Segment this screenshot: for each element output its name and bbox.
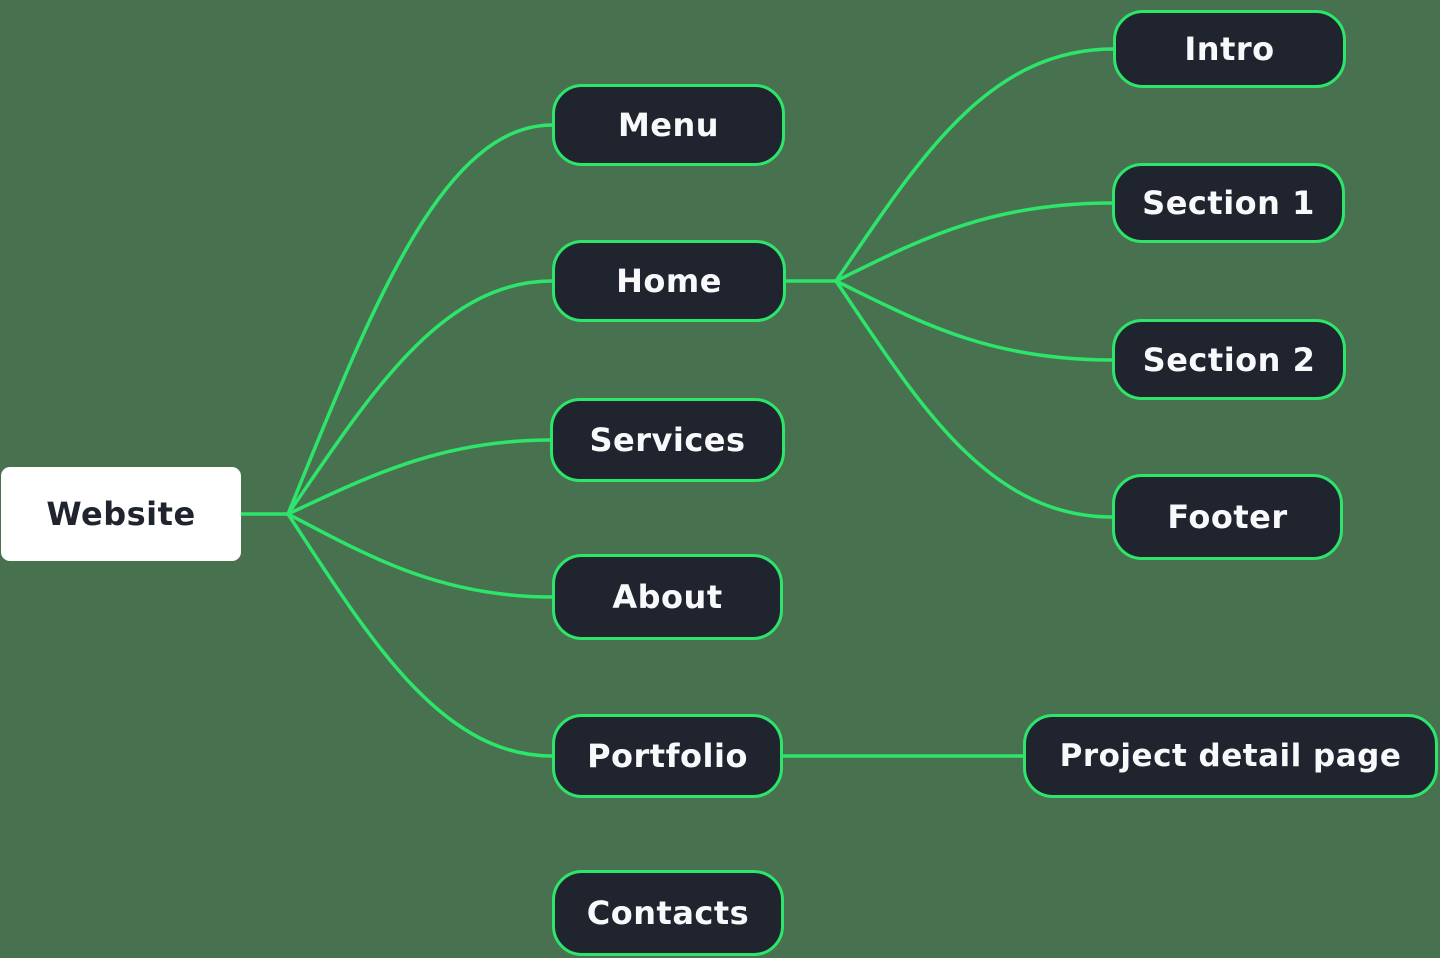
edge-website-portfolio bbox=[286, 512, 554, 758]
node-section2-label: Section 2 bbox=[1142, 340, 1316, 379]
node-section1-label: Section 1 bbox=[1142, 184, 1315, 222]
node-portfolio-label: Portfolio bbox=[587, 737, 748, 775]
node-project-detail[interactable]: Project detail page bbox=[1023, 714, 1438, 798]
node-section1[interactable]: Section 1 bbox=[1112, 163, 1345, 243]
edge-home-section2 bbox=[834, 279, 1114, 362]
node-about-label: About bbox=[612, 578, 723, 616]
edge-website-about bbox=[286, 512, 554, 599]
node-footer-label: Footer bbox=[1167, 498, 1288, 536]
node-home[interactable]: Home bbox=[552, 240, 786, 322]
node-menu[interactable]: Menu bbox=[552, 84, 785, 166]
node-contacts[interactable]: Contacts bbox=[552, 870, 784, 956]
edge-website-menu bbox=[286, 123, 554, 516]
node-services-label: Services bbox=[589, 421, 746, 459]
node-website-label: Website bbox=[46, 495, 196, 533]
node-section2[interactable]: Section 2 bbox=[1112, 319, 1346, 400]
edge-home-section1 bbox=[834, 201, 1114, 283]
edge-home-intro bbox=[834, 47, 1115, 283]
edge-website-services bbox=[286, 438, 552, 516]
node-about[interactable]: About bbox=[552, 554, 783, 640]
node-contacts-label: Contacts bbox=[586, 894, 750, 932]
node-footer[interactable]: Footer bbox=[1112, 474, 1343, 560]
node-menu-label: Menu bbox=[617, 106, 720, 144]
node-website[interactable]: Website bbox=[1, 467, 241, 561]
node-home-label: Home bbox=[616, 262, 722, 300]
node-services[interactable]: Services bbox=[550, 398, 785, 482]
node-intro[interactable]: Intro bbox=[1113, 10, 1346, 88]
edge-website-home bbox=[286, 279, 554, 516]
edge-home-footer bbox=[834, 279, 1114, 519]
node-project-detail-label: Project detail page bbox=[1059, 738, 1402, 774]
node-intro-label: Intro bbox=[1184, 30, 1275, 68]
node-portfolio[interactable]: Portfolio bbox=[552, 714, 783, 798]
